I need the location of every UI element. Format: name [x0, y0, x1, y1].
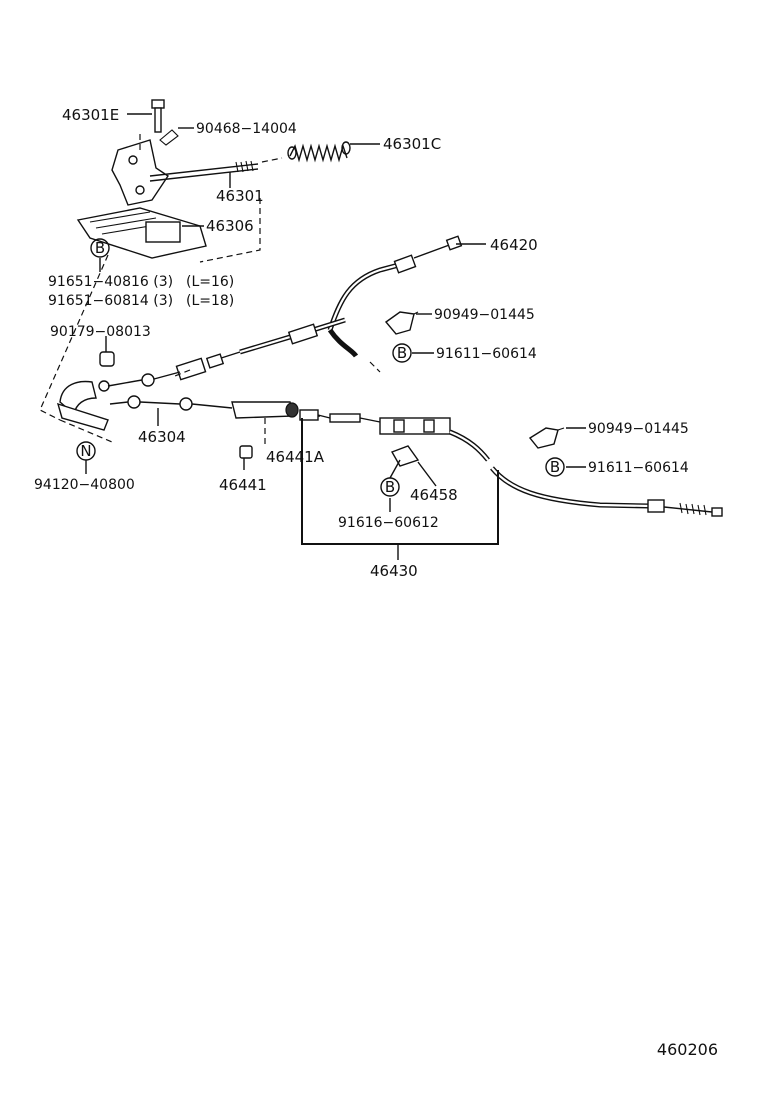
base-plate-46306-icon	[76, 207, 207, 259]
svg-text:B: B	[95, 239, 105, 257]
svg-text:B: B	[385, 478, 395, 496]
label-90468-14004: 90468−14004	[196, 121, 297, 137]
label-46441a: 46441A	[266, 448, 325, 466]
label-46458: 46458	[410, 486, 458, 504]
label-91611-60614-lower: 91611−60614	[588, 460, 689, 476]
label-90949-01445-lower: 90949−01445	[588, 421, 689, 437]
rod-46301-icon	[149, 160, 259, 182]
label-46301e: 46301E	[62, 106, 119, 124]
grommet-46441-icon	[239, 445, 253, 459]
label-46304: 46304	[138, 428, 186, 446]
equalizer-46304	[56, 371, 233, 431]
spring-46301c-icon	[287, 141, 351, 163]
label-90949-01445-upper: 90949−01445	[434, 307, 535, 323]
label-46301: 46301	[216, 187, 264, 205]
clip-90468-icon	[159, 129, 179, 146]
label-91616-60612: 91616−60612	[338, 515, 439, 531]
badge-b-upper-left: B	[90, 238, 110, 258]
cable-46420	[175, 235, 463, 381]
svg-text:B: B	[397, 344, 407, 362]
svg-text:N: N	[80, 442, 91, 460]
lever-assembly	[76, 99, 351, 259]
label-46441: 46441	[219, 476, 267, 494]
badge-n: N	[76, 441, 96, 461]
label-90179-08013: 90179−08013	[50, 324, 151, 340]
bolt-46301e-icon	[151, 99, 165, 133]
label-91611-60614-upper: 91611−60614	[436, 346, 537, 362]
clip-90949-lower-icon	[528, 427, 565, 449]
svg-text:B: B	[550, 458, 560, 476]
label-91651-60814: 91651−60814 (3)	[48, 293, 173, 309]
badge-b-lower-middle: B	[380, 477, 400, 497]
label-94120-40800: 94120−40800	[34, 477, 135, 493]
lever-bracket-icon	[111, 139, 169, 206]
label-46301c: 46301C	[383, 135, 441, 153]
label-46430: 46430	[370, 562, 418, 580]
label-46420: 46420	[490, 236, 538, 254]
badge-b-lower-right: B	[545, 457, 565, 477]
nut-90179-icon	[99, 340, 115, 367]
cable-boot-46441a-icon	[231, 401, 299, 419]
label-length-16: (L=16)	[186, 274, 234, 290]
cable-46430	[299, 409, 723, 517]
label-46306: 46306	[206, 217, 254, 235]
diagram-code: 460206	[657, 1040, 718, 1059]
clip-46458-icon	[390, 445, 420, 467]
clip-90949-upper-icon	[384, 311, 419, 335]
badge-b-upper-right: B	[392, 343, 412, 363]
label-91651-40816: 91651−40816 (3)	[48, 274, 173, 290]
label-length-18: (L=18)	[186, 293, 234, 309]
